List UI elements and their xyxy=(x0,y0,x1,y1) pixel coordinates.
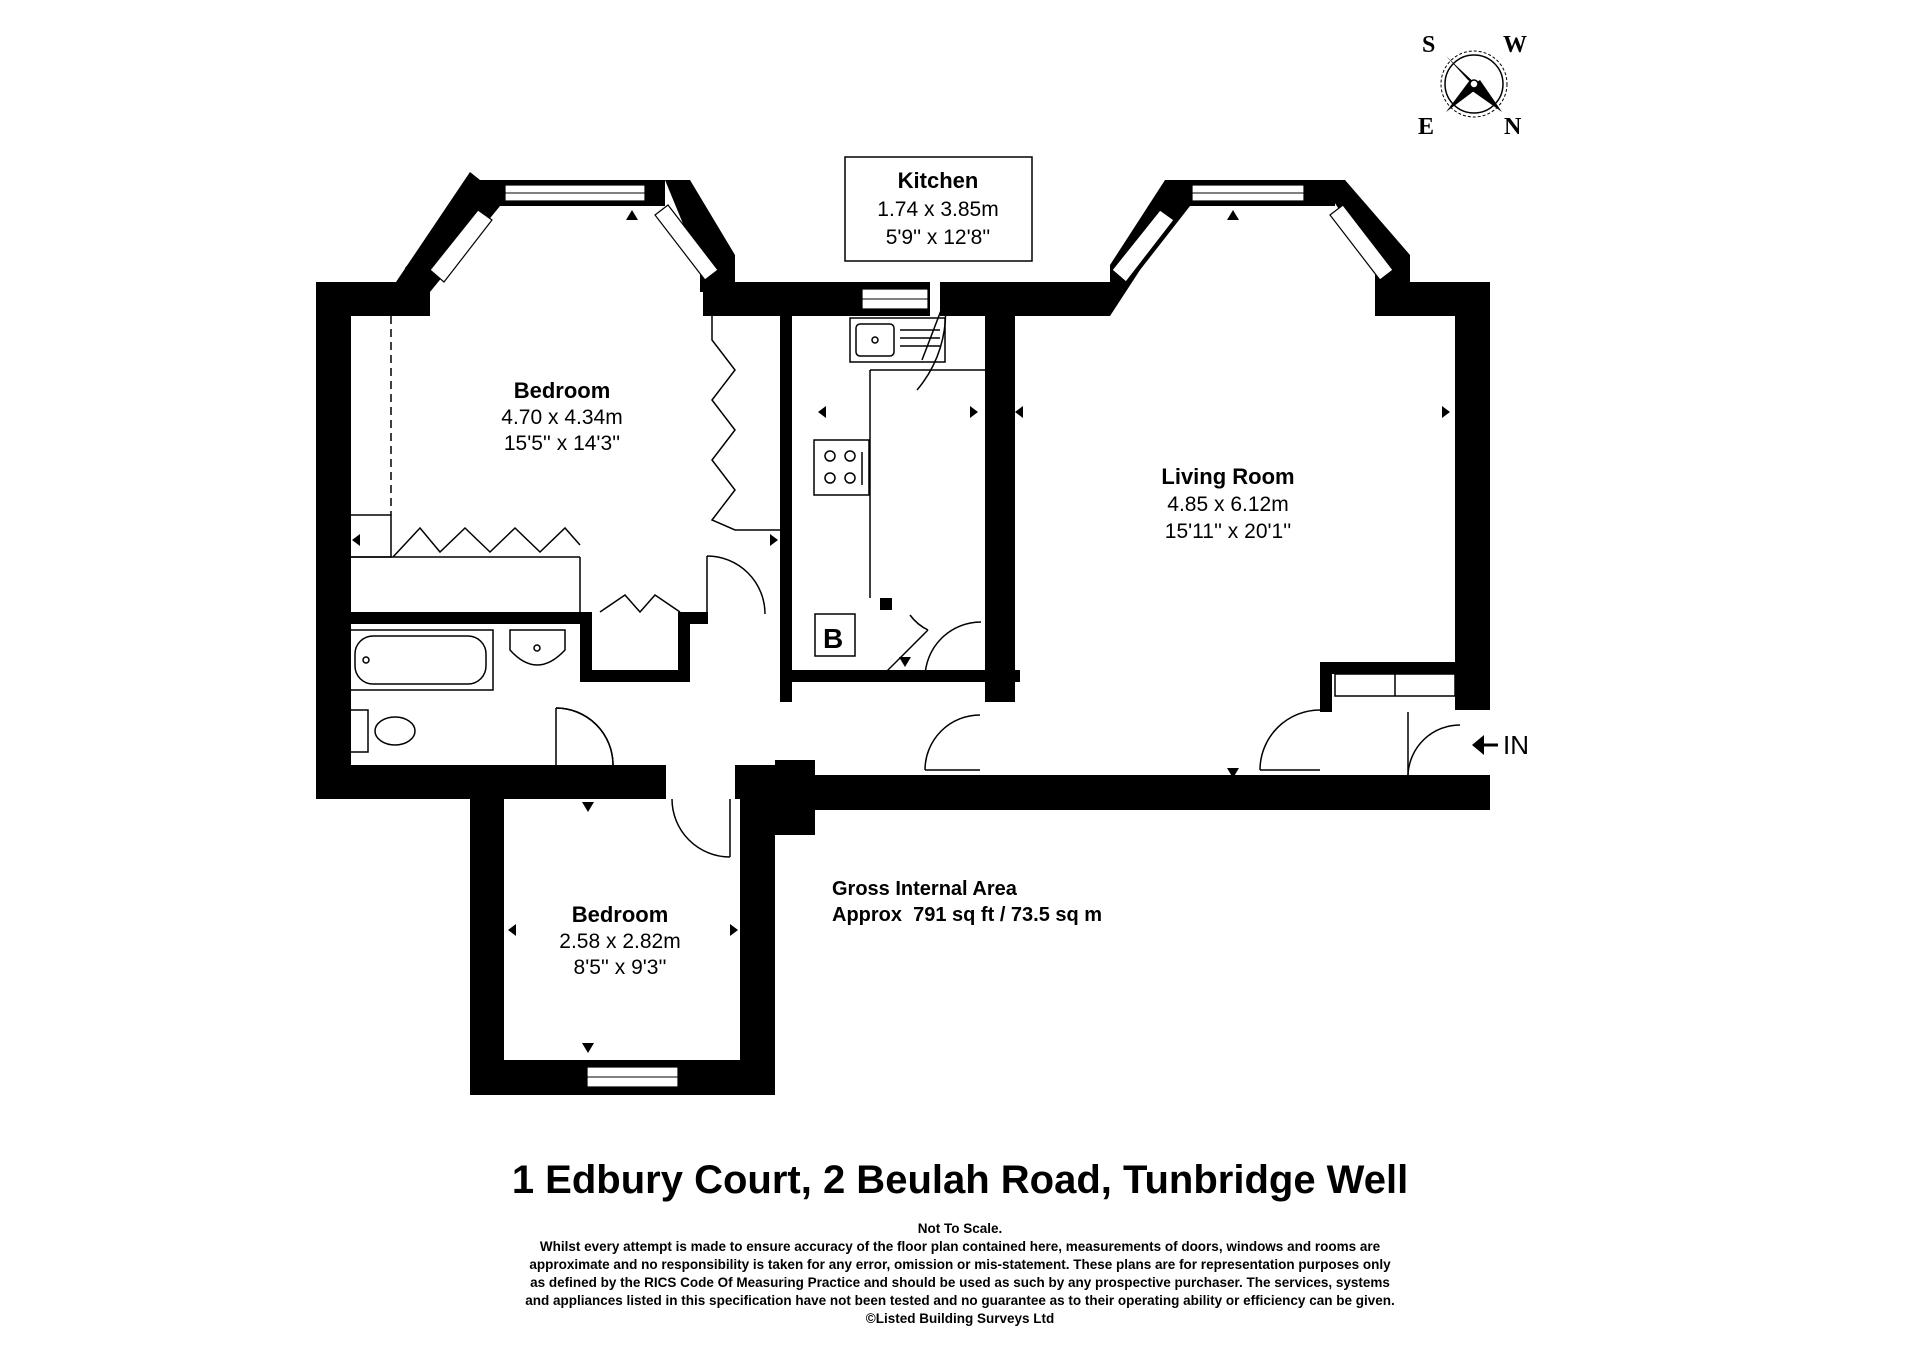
compass-e-label: E xyxy=(1418,114,1434,140)
entrance-label: IN xyxy=(1503,730,1529,760)
bedroom-main-name: Bedroom xyxy=(514,378,611,403)
property-address: 1 Edbury Court, 2 Beulah Road, Tunbridge… xyxy=(511,1158,1409,1202)
disclaimer-line-3: as defined by the RICS Code Of Measuring… xyxy=(530,1275,1390,1290)
kitchen-sink-icon xyxy=(849,317,946,363)
window-small-bedroom xyxy=(585,1060,680,1095)
bedroom-small-metric: 2.58 x 2.82m xyxy=(559,930,680,953)
living-room-metric: 4.85 x 6.12m xyxy=(1167,493,1288,516)
disclaimer-line-1: Whilst every attempt is made to ensure a… xyxy=(539,1239,1381,1254)
doors xyxy=(555,299,1461,858)
compass-w-label: W xyxy=(1503,32,1527,58)
living-room-name: Living Room xyxy=(1161,464,1294,489)
worktop-lines xyxy=(869,369,985,598)
hob-icon xyxy=(813,439,870,496)
dimension-markers xyxy=(352,210,1450,1053)
wardrobe-fixtures xyxy=(347,316,780,614)
not-to-scale: Not To Scale. xyxy=(917,1221,1003,1236)
bedroom-small-imperial: 8'5'' x 9'3'' xyxy=(574,956,667,979)
bathtub-icon xyxy=(347,629,494,691)
gross-area-value: Approx 791 sq ft / 73.5 sq m xyxy=(832,904,1102,926)
cupboard-fixtures xyxy=(1334,673,1456,697)
bedroom-small-name: Bedroom xyxy=(572,902,669,927)
compass-n-label: N xyxy=(1504,114,1522,140)
bay-window-living xyxy=(1080,180,1410,316)
bay-window-bedroom xyxy=(396,172,735,292)
bedroom-main-metric: 4.70 x 4.34m xyxy=(501,406,622,429)
disclaimer-line-2: approximate and no responsibility is tak… xyxy=(529,1257,1391,1272)
copyright: ©Listed Building Surveys Ltd xyxy=(865,1311,1055,1326)
kitchen-metric: 1.74 x 3.85m xyxy=(877,198,998,221)
toilet-icon xyxy=(347,709,416,753)
disclaimer-line-4: and appliances listed in this specificat… xyxy=(525,1293,1395,1308)
compass-rose-icon xyxy=(1440,50,1508,118)
kitchen-callout xyxy=(844,156,1033,262)
kitchen-imperial: 5'9'' x 12'8'' xyxy=(886,226,991,249)
compass-s-label: S xyxy=(1422,32,1435,58)
gross-area-label: Gross Internal Area xyxy=(832,878,1018,900)
boiler-label: B xyxy=(823,623,843,654)
boiler-icon xyxy=(814,613,856,657)
walls xyxy=(316,282,1490,1095)
kitchen-name: Kitchen xyxy=(898,168,979,193)
washbasin-icon xyxy=(509,629,566,666)
disclaimer: Not To Scale. Whilst every attempt is ma… xyxy=(0,1220,1920,1328)
window-kitchen xyxy=(860,282,930,316)
living-room-imperial: 15'11'' x 20'1'' xyxy=(1165,520,1291,543)
entrance-arrow-icon xyxy=(1472,735,1498,755)
bedroom-main-imperial: 15'5'' x 14'3'' xyxy=(504,432,620,455)
